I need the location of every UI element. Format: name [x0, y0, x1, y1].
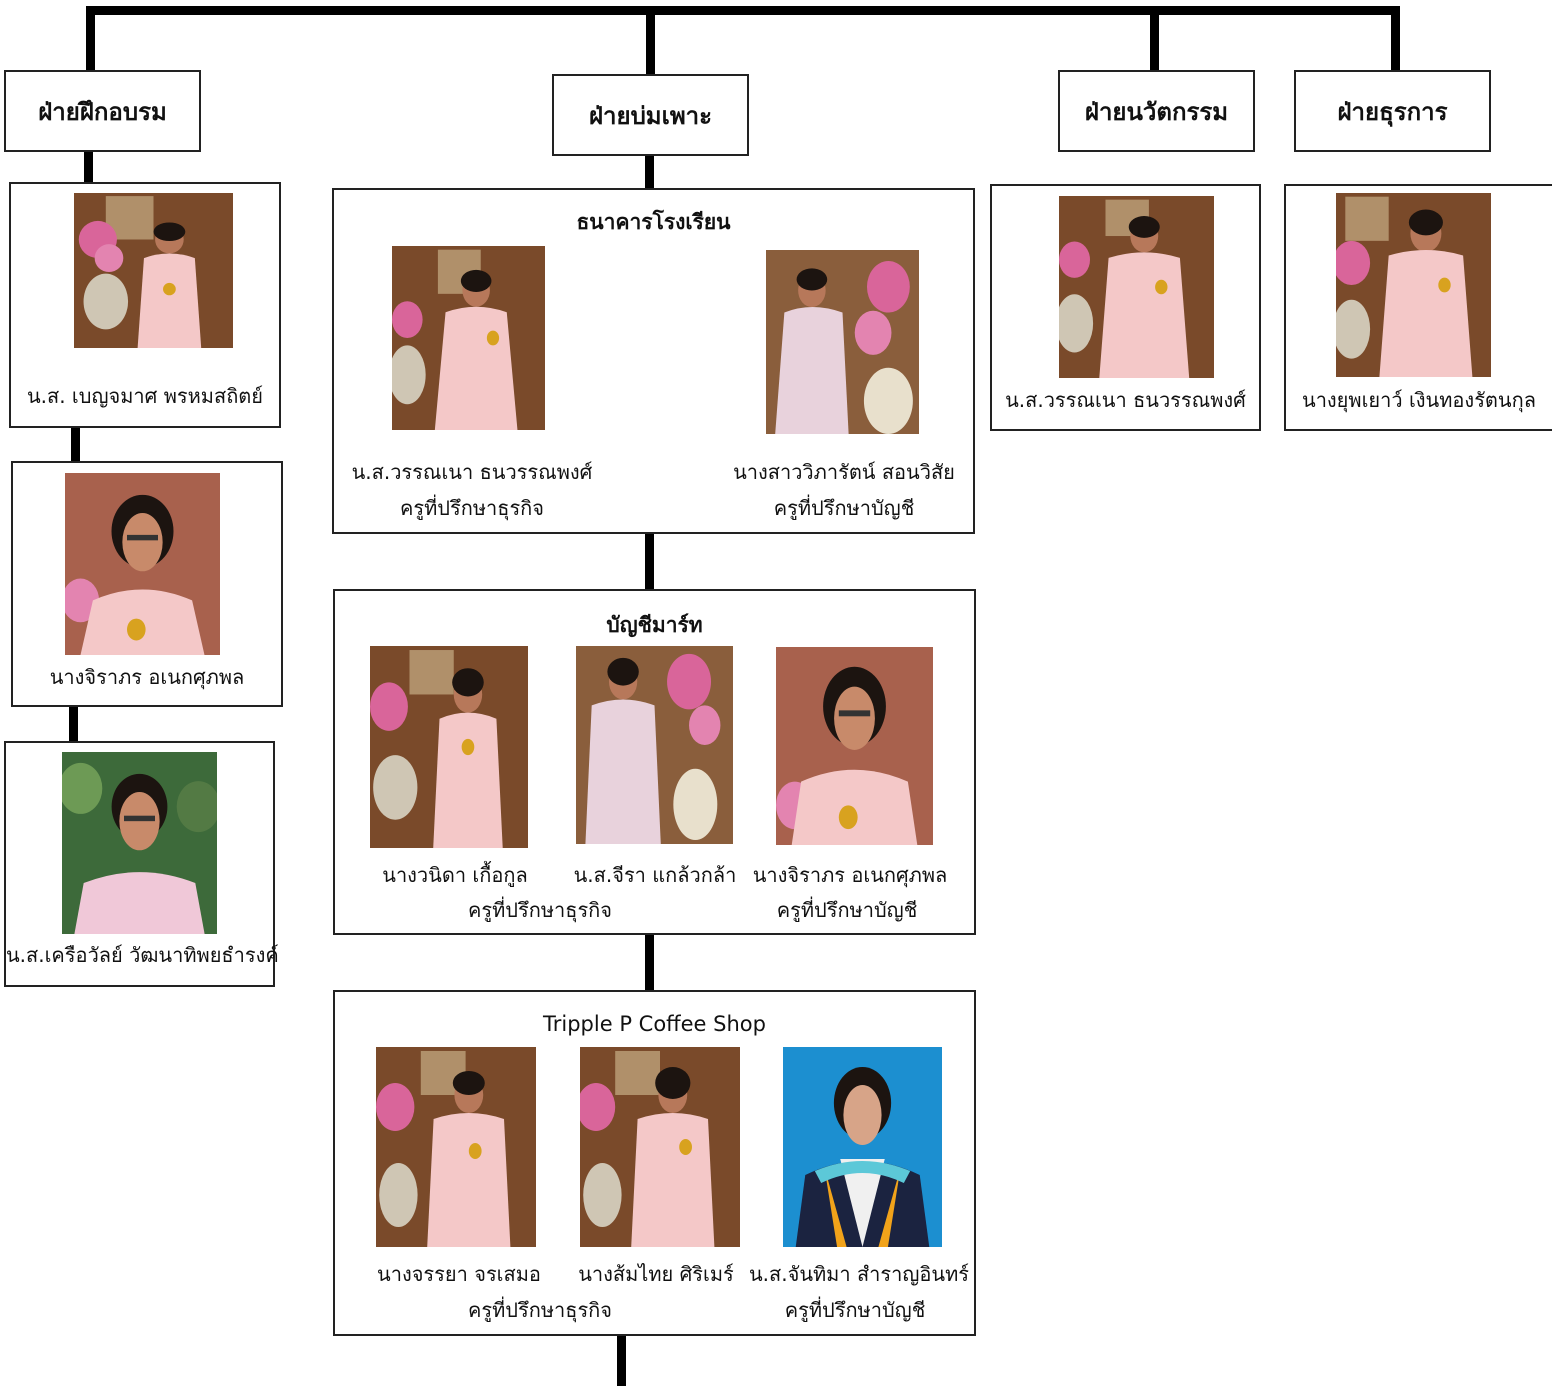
connector-bank-mart	[645, 532, 654, 591]
staff-photo	[1336, 193, 1491, 377]
staff-name: นางจิราภร อเนกศุภพล	[752, 863, 948, 887]
connector-business	[1391, 6, 1400, 72]
staff-name: น.ส.วรรณเนา ธนวรรณพงศ์	[351, 460, 593, 484]
group-title: Tripple P Coffee Shop	[543, 1012, 766, 1036]
staff-photo	[392, 246, 545, 430]
connector-training	[86, 6, 95, 72]
staff-name: น.ส. เบญจมาศ พรหมสถิตย์	[26, 384, 264, 408]
dept-incubation: ฝ่ายบ่มเพาะ	[552, 74, 749, 156]
staff-name: นางยุพเยาว์ เงินทองรัตนกุล	[1302, 388, 1536, 412]
staff-name: น.ส.เครือวัลย์ วัฒนาทิพยธำรงค์	[6, 943, 279, 967]
staff-role: ครูที่ปรึกษาธุรกิจ	[399, 496, 545, 520]
staff-name: นางสาววิภารัตน์ สอนวิสัย	[733, 460, 955, 484]
top-connector-bar	[86, 6, 1400, 15]
training-staff-card-3: น.ส.เครือวัลย์ วัฒนาทิพยธำรงค์	[4, 741, 279, 987]
staff-photo	[776, 647, 933, 845]
staff-name: น.ส.วรรณเนา ธนวรรณพงศ์	[1005, 388, 1246, 412]
staff-name: นางจรรยา จรเสมอ	[377, 1262, 541, 1286]
connector-incubation	[646, 6, 655, 76]
innovation-staff-card: น.ส.วรรณเนา ธนวรรณพงศ์	[990, 184, 1261, 431]
staff-role: ครูที่ปรึกษาธุรกิจ	[467, 1298, 613, 1322]
staff-role: ครูที่ปรึกษาบัญชี	[784, 1298, 926, 1322]
connector-incubation-bank	[645, 154, 654, 190]
group-title: ธนาคารโรงเรียน	[576, 210, 731, 234]
staff-photo	[1059, 196, 1214, 378]
connector-coffee-bottom	[617, 1334, 626, 1386]
staff-photo	[65, 473, 220, 655]
staff-photo	[766, 250, 919, 434]
staff-name: นางวนิดา เกื้อกูล	[382, 863, 528, 887]
group-school-bank: ธนาคารโรงเรียน น.ส.วรรณเนา ธนวรรณพงศ์ คร…	[332, 188, 975, 534]
dept-business: ฝ่ายธุรการ	[1294, 70, 1491, 152]
staff-name: นางส้มไทย ศิริเมร์	[578, 1262, 734, 1286]
connector-training-staff2	[71, 426, 80, 463]
staff-photo	[370, 646, 528, 848]
staff-photo	[376, 1047, 536, 1247]
group-coffee-shop: Tripple P Coffee Shop นางจรรยา จรเสมอ นา…	[333, 990, 976, 1336]
staff-photo	[580, 1047, 740, 1247]
staff-photo	[62, 752, 217, 934]
staff-name: น.ส.จีรา แกล้วกล้า	[573, 863, 737, 887]
staff-role: ครูที่ปรึกษาธุรกิจ	[467, 898, 613, 922]
training-staff-card-1: น.ส. เบญจมาศ พรหมสถิตย์	[9, 182, 281, 428]
staff-photo	[74, 193, 233, 348]
dept-innovation: ฝ่ายนวัตกรรม	[1058, 70, 1255, 152]
group-title: บัญชีมาร์ท	[606, 613, 703, 637]
connector-training-staff3	[69, 706, 78, 743]
staff-name: นางจิราภร อเนกศุภพล	[49, 665, 245, 689]
training-staff-card-2: นางจิราภร อเนกศุภพล	[11, 461, 283, 707]
connector-training-staff1	[84, 150, 93, 184]
staff-photo	[783, 1047, 942, 1247]
staff-role: ครูที่ปรึกษาบัญชี	[773, 496, 915, 520]
business-staff-card: นางยุพเยาว์ เงินทองรัตนกุล	[1284, 184, 1552, 431]
staff-photo	[576, 646, 733, 844]
group-account-mart: บัญชีมาร์ท นางวนิดา เกื้อกูล น.ส.จีรา แก…	[333, 589, 976, 935]
connector-mart-coffee	[645, 934, 654, 991]
staff-name: น.ส.จันทิมา สำราญอินทร์	[749, 1262, 969, 1286]
dept-training: ฝ่ายฝึกอบรม	[4, 70, 201, 152]
staff-role: ครูที่ปรึกษาบัญชี	[776, 898, 918, 922]
connector-innovation	[1150, 6, 1159, 72]
